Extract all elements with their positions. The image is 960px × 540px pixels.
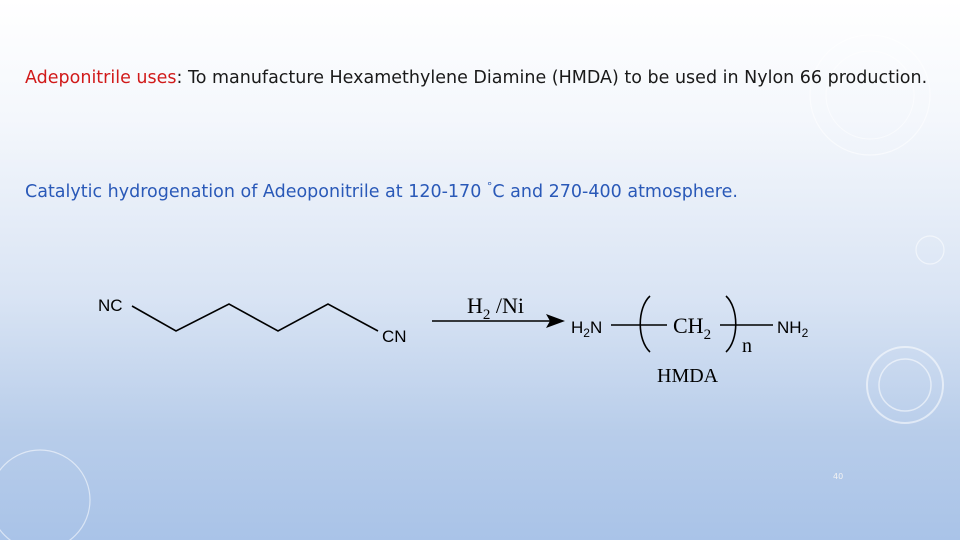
product-amine-right: NH2 (777, 318, 809, 340)
adiponitrile-skeleton (131, 303, 379, 332)
product-amine-left: H2N (571, 318, 602, 340)
reactant-cn-group: CN (382, 327, 407, 346)
catalytic-hydrogenation-paragraph: Catalytic hydrogenation of Adeoponitrile… (25, 178, 925, 208)
adeponitrile-uses-paragraph: Adeponitrile uses: To manufacture Hexame… (25, 64, 940, 92)
bracket-right (725, 295, 737, 353)
reactant-nc-group: NC (98, 296, 123, 315)
uses-text: To manufacture Hexamethylene Diamine (HM… (187, 68, 928, 88)
repeat-subscript-n: n (742, 335, 752, 357)
catalytic-text-before: Catalytic hydrogenation of Adeoponitrile… (25, 182, 487, 202)
catalytic-text-after: C and 270-400 atmosphere. (492, 182, 738, 202)
page-number: 40 (833, 472, 844, 481)
uses-colon: : (176, 68, 188, 88)
degree-symbol: ° (486, 180, 493, 193)
reaction-arrow-head (546, 314, 565, 328)
bracket-left (639, 295, 651, 353)
reagent-label: H2 /Ni (467, 293, 524, 323)
repeat-unit-ch2: CH2 (673, 313, 711, 343)
product-label-hmda: HMDA (657, 365, 719, 387)
uses-label: Adeponitrile uses (25, 68, 177, 88)
